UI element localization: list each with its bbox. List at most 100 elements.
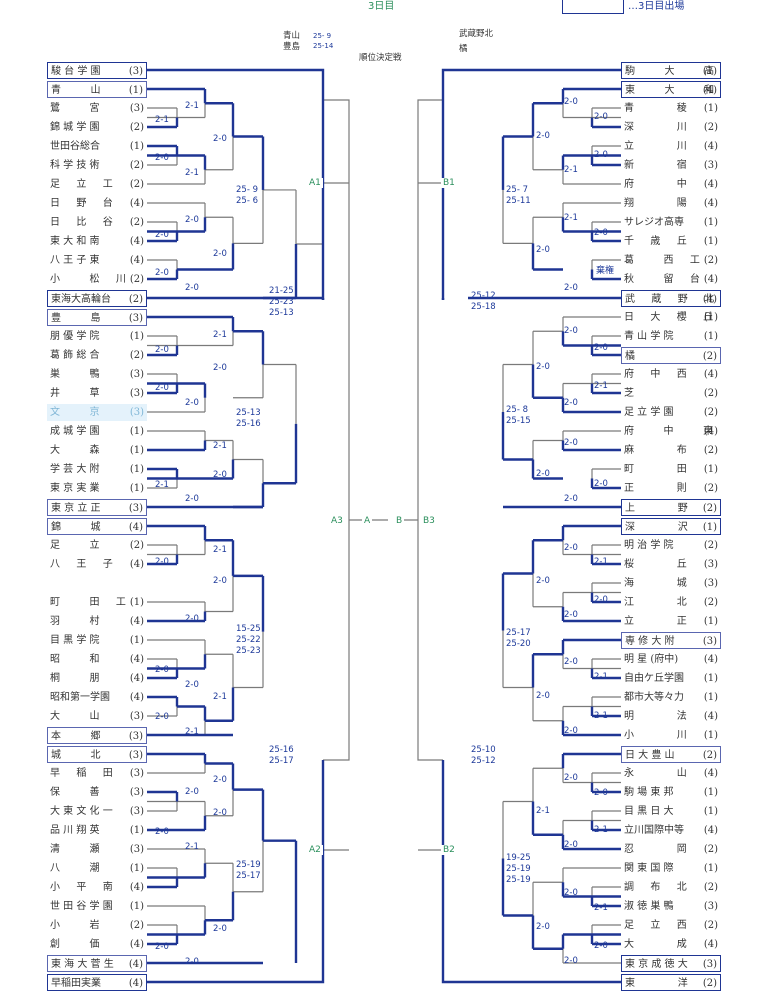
score-label: 25-11: [506, 196, 531, 206]
score-label: 25-12: [471, 756, 496, 766]
score-label: 2-0: [155, 230, 169, 240]
team-seed: (2): [702, 351, 717, 362]
team-name: 目 黒 学 院: [50, 635, 100, 646]
team-seed: (4): [129, 198, 144, 209]
right-team-37: 永 山(4): [621, 765, 721, 782]
score-label: 2-0: [213, 249, 227, 259]
team-seed: (1): [703, 673, 718, 684]
team-name: 本 郷: [51, 731, 101, 742]
team-name: 文 京: [50, 407, 100, 418]
score-label: 2-1: [213, 441, 227, 451]
legend-label: …3日目出場: [628, 1, 685, 12]
score-label: 2-1: [594, 672, 608, 682]
forfeit-label: 棄権: [596, 266, 615, 276]
team-name: 昭和第一学園: [50, 692, 110, 703]
team-seed: (1): [129, 863, 144, 874]
score-label: 2-1: [213, 545, 227, 555]
score-label: 2-0: [155, 557, 169, 567]
left-team-2: 鷺 宮(3): [47, 100, 147, 117]
score-label: 19-25: [506, 853, 531, 863]
right-team-36: 日 大 豊 山(2): [621, 746, 721, 763]
score-label: 2-0: [594, 479, 608, 489]
left-team-33: 昭和第一学園(4): [47, 689, 147, 706]
left-team-40: 品 川 翔 英(1): [47, 822, 147, 839]
team-name: 千 歳 丘: [624, 236, 687, 247]
team-name: 東 大 和 南: [50, 236, 100, 247]
team-name: 日 野 台: [50, 198, 113, 209]
team-name: 町 田 工: [50, 597, 126, 608]
score-label: 25-17: [506, 628, 531, 638]
right-team-22: 正 則(2): [621, 480, 721, 497]
left-team-23: 東 京 立 正(3): [47, 499, 147, 516]
right-team-46: 大 成(4): [621, 936, 721, 953]
team-name: 淑 徳 巣 鴨: [624, 901, 674, 912]
team-seed: (2): [703, 882, 718, 893]
block-label-a1: A1: [307, 178, 323, 188]
team-name: サレジオ高専: [624, 217, 684, 228]
right-team-6: 府 中(4): [621, 176, 721, 193]
team-seed: (3): [129, 103, 144, 114]
team-seed: (2): [703, 255, 718, 266]
team-name: 小 川: [624, 730, 687, 741]
left-team-26: 八 王 子(4): [47, 556, 147, 573]
team-seed: (4): [129, 673, 144, 684]
score-label: 2-0: [213, 924, 227, 934]
team-seed: (2): [702, 750, 717, 761]
team-seed: (3): [129, 806, 144, 817]
team-seed: (1): [702, 522, 717, 533]
score-label: 2-0: [594, 228, 608, 238]
team-name: 創 価: [50, 939, 100, 950]
team-name: 巣 鴨: [50, 369, 100, 380]
team-seed: (3): [129, 369, 144, 380]
score-label: 25- 6: [236, 196, 258, 206]
team-seed: (1): [129, 426, 144, 437]
bracket-line: [323, 520, 350, 761]
team-seed: (1): [129, 483, 144, 494]
score-label: 2-0: [185, 614, 199, 624]
block-label-b: B: [394, 516, 405, 526]
score-label: 25-19: [506, 864, 531, 874]
right-team-20: 麻 布(2): [621, 442, 721, 459]
team-name: 明 星 (府中): [624, 654, 679, 665]
score-label: 2-0: [185, 680, 199, 690]
score-label: 2-0: [594, 112, 608, 122]
score-label: 25-17: [269, 756, 294, 766]
team-seed: (3): [129, 407, 144, 418]
right-team-11: 秋 留 台(4): [621, 271, 721, 288]
score-label: 2-1: [185, 168, 199, 178]
team-name: 芝: [624, 388, 634, 399]
team-seed: (3): [129, 844, 144, 855]
team-seed: (2): [128, 294, 143, 305]
team-name: 青 山 学 院: [624, 331, 674, 342]
team-seed: (4): [703, 369, 718, 380]
team-seed: (3): [128, 313, 143, 324]
right-team-26: 桜 丘(3): [621, 556, 721, 573]
team-seed: (1): [129, 445, 144, 456]
score-label: 25-15: [506, 416, 531, 426]
score-label: 2-0: [155, 942, 169, 952]
right-team-41: 忍 岡(2): [621, 841, 721, 858]
team-name: 学 芸 大 附: [50, 464, 100, 475]
left-team-13: 豊 島(3): [47, 309, 147, 326]
team-seed: (4): [129, 236, 144, 247]
score-label: 15-25: [236, 624, 261, 634]
bracket-line: [417, 99, 443, 520]
right-team-24: 深 沢(1): [621, 518, 721, 535]
team-name: 桜 丘: [624, 559, 687, 570]
left-team-39: 大 東 文 化 一(3): [47, 803, 147, 820]
team-name: 正 則: [624, 483, 687, 494]
team-seed: (1): [129, 597, 144, 608]
score-label: 2-1: [564, 213, 578, 223]
right-team-23: 上 野(2): [621, 499, 721, 516]
team-name: 東 洋: [625, 978, 688, 989]
left-team-19: 成 城 学 園(1): [47, 423, 147, 440]
right-team-33: 都市大等々力(1): [621, 689, 721, 706]
team-name: 明 治 学 院: [624, 540, 674, 551]
left-team-20: 大 森(1): [47, 442, 147, 459]
team-seed: (2): [703, 540, 718, 551]
team-seed: (1): [703, 730, 718, 741]
team-name: 八 王 子: [50, 559, 113, 570]
score-label: 21-25: [269, 286, 294, 296]
block-label-b1: B1: [441, 178, 457, 188]
team-seed: (2): [129, 179, 144, 190]
